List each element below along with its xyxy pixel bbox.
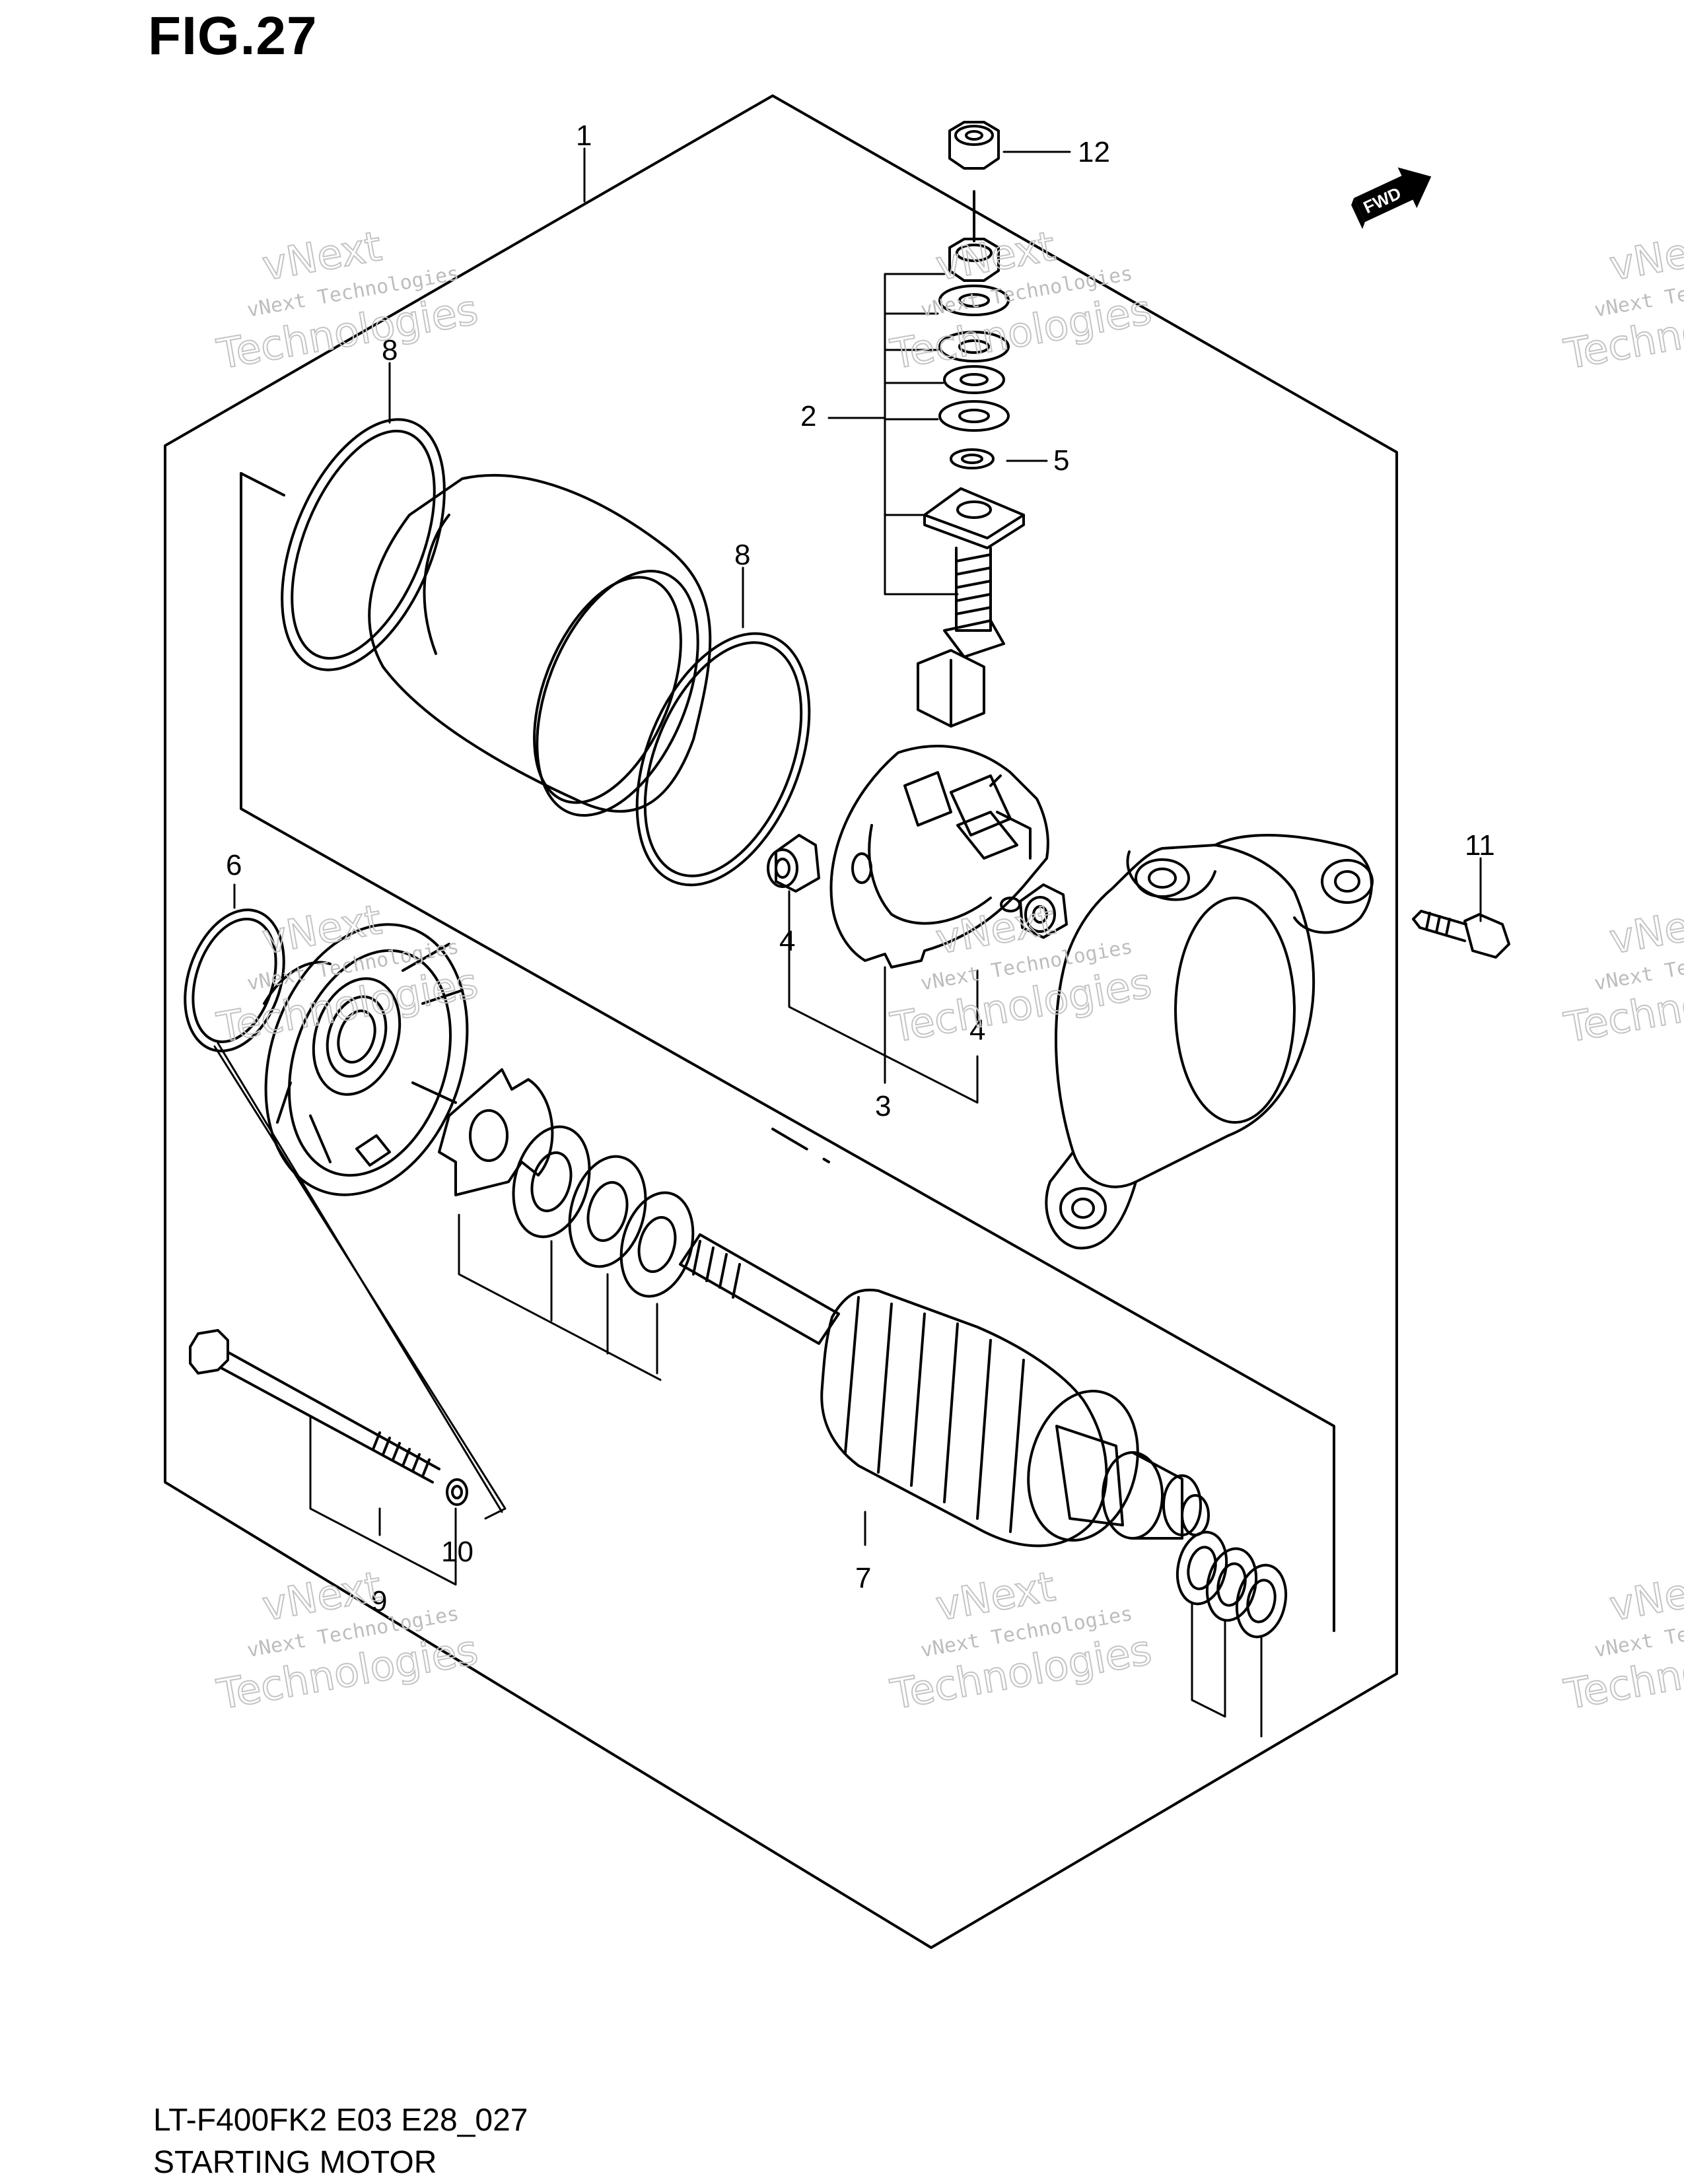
watermarks: vNext vNext Technologies Technologies vN… xyxy=(213,221,1684,1719)
model-code: LT-F400FK2 E03 E28_027 xyxy=(153,2103,528,2138)
callout-7: 7 xyxy=(855,1562,871,1594)
hidden-line xyxy=(771,1128,830,1163)
subassembly-bracket xyxy=(240,472,1335,1632)
callout-10: 10 xyxy=(441,1536,474,1568)
washer-stack xyxy=(438,1068,695,1298)
section-name: STARTING MOTOR xyxy=(153,2145,437,2180)
front-housing xyxy=(263,923,469,1196)
assembly-boundary xyxy=(164,94,1398,1949)
mounting-bolt-shape xyxy=(1412,910,1510,959)
brush-right-shape xyxy=(1019,883,1068,939)
nut-shape xyxy=(965,130,983,141)
callout-8-rear: 8 xyxy=(734,539,750,571)
o-ring-stack-right xyxy=(1175,1530,1288,1639)
leader-lines xyxy=(213,147,1482,1738)
o-ring-yoke-rear-shape xyxy=(635,632,811,887)
yoke-housing xyxy=(281,418,712,817)
callout-9: 9 xyxy=(371,1585,387,1618)
figure-title: FIG.27 xyxy=(148,6,318,66)
callout-1: 1 xyxy=(576,119,592,152)
callout-5: 5 xyxy=(1053,444,1069,477)
svg-text:vNext: vNext xyxy=(1606,222,1684,290)
callout-3: 3 xyxy=(875,1090,891,1122)
callout-12: 12 xyxy=(1078,136,1110,168)
brush-left-shape xyxy=(767,834,820,893)
callout-6: 6 xyxy=(226,849,242,881)
fwd-direction-badge: FWD xyxy=(1351,167,1432,229)
callout-labels: 1 2 3 4 4 5 6 7 8 8 9 10 11 12 xyxy=(226,119,1495,1618)
svg-text:vNext: vNext xyxy=(1606,895,1684,963)
o-ring-shape xyxy=(184,908,285,1052)
housing-bolt-shape xyxy=(189,1329,468,1506)
callout-4-right: 4 xyxy=(969,1014,985,1046)
terminal-stack xyxy=(917,121,1025,728)
callout-11: 11 xyxy=(1465,829,1495,862)
forward-arrow-icon xyxy=(1354,167,1432,222)
armature-shape xyxy=(679,1233,1210,1548)
svg-text:vNext: vNext xyxy=(1606,1562,1684,1630)
callout-8-front: 8 xyxy=(382,334,398,366)
callout-4-left: 4 xyxy=(779,925,795,957)
figure-footer: LT-F400FK2 E03 E28_027 STARTING MOTOR xyxy=(153,2099,528,2184)
callout-2: 2 xyxy=(800,400,816,432)
end-cover xyxy=(1045,834,1374,1250)
